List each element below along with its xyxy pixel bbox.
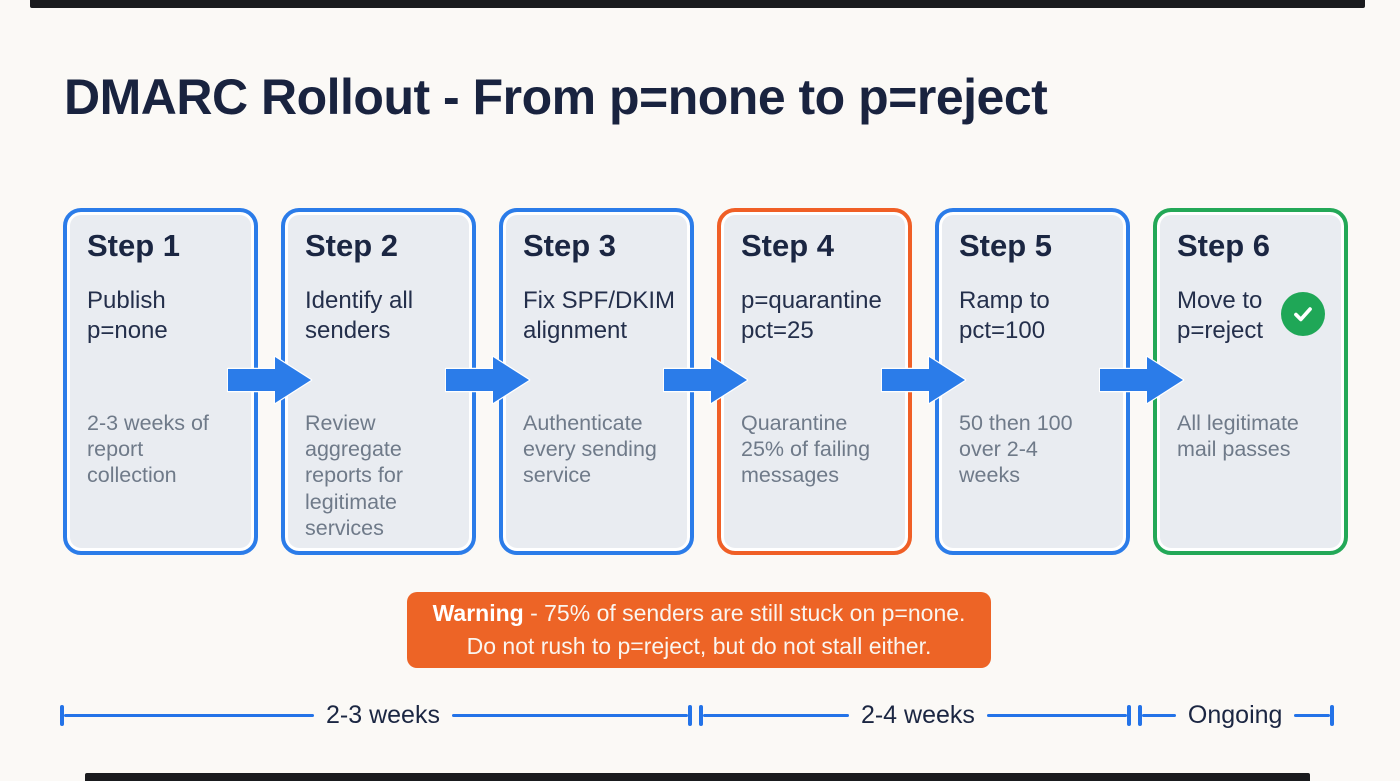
arrow-right-icon (881, 355, 967, 405)
step-label: Step 4 (741, 228, 835, 263)
arrow-right-icon (227, 355, 313, 405)
bottom-edge-bar (85, 773, 1310, 781)
step-description: All legitimate mail passes (1177, 411, 1299, 462)
timeline-tick (1126, 704, 1131, 726)
warning-line-1: Warning - 75% of senders are still stuck… (432, 600, 966, 627)
step-description: 50 then 100 over 2-4 weeks (959, 411, 1073, 488)
step-subtitle: p=quarantine pct=25 (741, 287, 882, 345)
step-card-4: Step 4 p=quarantine pct=25 Quarantine 25… (717, 208, 912, 555)
timeline-line (702, 713, 849, 717)
step-card-3: Step 3 Fix SPF/DKIM alignment Authentica… (499, 208, 694, 555)
step-label: Step 3 (523, 228, 617, 263)
step-subtitle: Fix SPF/DKIM alignment (523, 287, 676, 345)
step-description: Review aggregate reports for legitimate … (305, 411, 403, 540)
timeline-line (1141, 713, 1176, 717)
warning-banner: Warning - 75% of senders are still stuck… (407, 592, 991, 668)
timeline-tick (687, 704, 692, 726)
step-subtitle: Move to p=reject (1177, 287, 1264, 345)
timeline-line (451, 713, 688, 717)
step-label: Step 1 (87, 228, 181, 263)
timeline-label: 2-3 weeks (326, 700, 440, 729)
step-card-1: Step 1 Publish p=none 2-3 weeks of repor… (63, 208, 258, 555)
timeline-label: Ongoing (1187, 700, 1283, 729)
warning-label: Warning (432, 600, 524, 627)
timeline-tick (60, 704, 64, 726)
timeline-tick (1330, 704, 1335, 726)
step-card-6: Step 6 Move to p=reject All legitimate m… (1153, 208, 1348, 555)
success-check-badge (1281, 292, 1325, 336)
step-subtitle: Publish p=none (87, 287, 168, 345)
top-edge-bar (30, 0, 1365, 8)
step-description: 2-3 weeks of report collection (87, 411, 209, 488)
timeline-tick (698, 704, 703, 726)
timeline-line (64, 713, 314, 717)
step-description: Authenticate every sending service (523, 411, 657, 488)
arrow-right-icon (1099, 355, 1185, 405)
step-description: Quarantine 25% of failing messages (741, 411, 871, 488)
step-card-5: Step 5 Ramp to pct=100 50 then 100 over … (935, 208, 1130, 555)
timeline-line (986, 713, 1127, 717)
timeline-tick (1137, 704, 1142, 726)
page-title: DMARC Rollout - From p=none to p=reject (64, 69, 1048, 125)
timeline-label: 2-4 weeks (860, 700, 975, 729)
arrow-right-icon (663, 355, 749, 405)
step-card-2: Step 2 Identify all senders Review aggre… (281, 208, 476, 555)
check-icon (1294, 307, 1312, 322)
arrow-right-icon (445, 355, 531, 405)
step-subtitle: Identify all senders (305, 287, 414, 345)
step-label: Step 6 (1177, 228, 1271, 263)
step-label: Step 2 (305, 228, 399, 263)
warning-line-2: Do not rush to p=reject, but do not stal… (466, 633, 932, 659)
timeline-line (1294, 713, 1331, 717)
step-label: Step 5 (959, 228, 1053, 263)
steps-row: Step 1 Publish p=none 2-3 weeks of repor… (63, 208, 1348, 555)
timeline: 2-3 weeks 2-4 weeks Ongoing (60, 700, 1350, 729)
step-subtitle: Ramp to pct=100 (959, 287, 1050, 345)
